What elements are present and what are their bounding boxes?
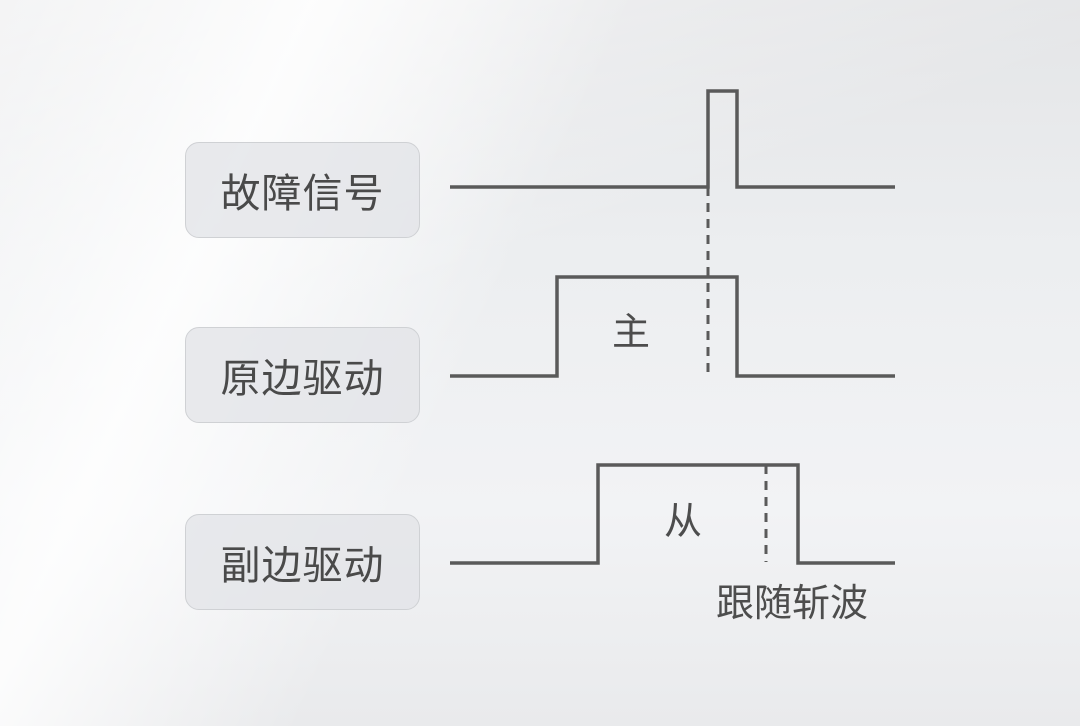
label-fault-signal-text: 故障信号 <box>220 171 385 217</box>
primary-annotation: 主 <box>612 310 651 354</box>
label-primary-drive-text: 原边驱动 <box>220 356 385 402</box>
secondary-drive-waveform <box>450 463 895 565</box>
label-secondary-drive: 副边驱动 <box>185 514 420 610</box>
fault-signal-waveform <box>450 89 895 189</box>
follow-chop-annotation: 跟随斩波 <box>716 581 869 625</box>
label-primary-drive: 原边驱动 <box>185 327 420 423</box>
secondary-annotation: 从 <box>664 499 703 543</box>
label-secondary-drive-text: 副边驱动 <box>220 543 385 589</box>
primary-drive-waveform <box>450 275 895 378</box>
label-fault-signal: 故障信号 <box>185 142 420 238</box>
